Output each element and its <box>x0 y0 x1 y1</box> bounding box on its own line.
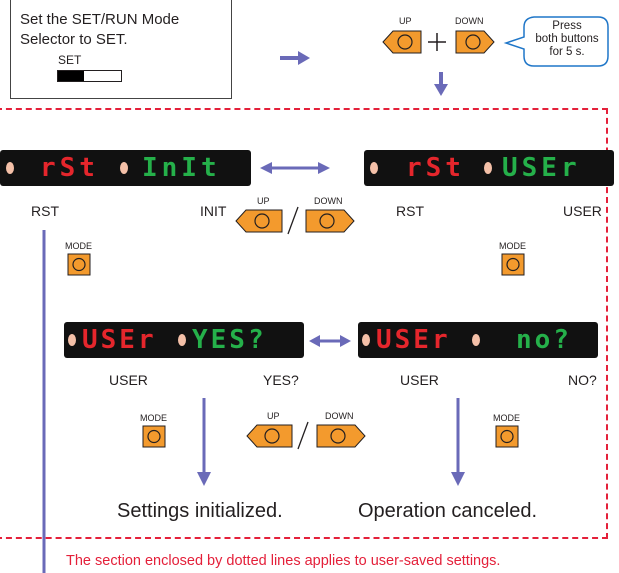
instruction-line-1: Set the SET/RUN Mode <box>20 11 180 28</box>
display-user-no: USEr no? <box>358 322 598 358</box>
mode-caption-left-lower: MODE <box>140 413 167 423</box>
label-user-lower-right: USER <box>400 372 439 388</box>
up-caption-middle: UP <box>257 196 270 206</box>
set-run-mode-selector[interactable] <box>57 70 122 82</box>
selector-knob <box>58 71 84 81</box>
callout-line-3: for 5 s. <box>549 46 585 58</box>
display-user-no-right: no? <box>516 325 572 355</box>
callout-line-1: Press <box>552 20 582 32</box>
double-arrow-icon-lower <box>309 335 351 347</box>
display-indicators <box>6 162 128 174</box>
display-rst-user: rSt USEr <box>364 150 614 186</box>
down-button-middle[interactable] <box>305 209 355 233</box>
label-user-lower-left: USER <box>109 372 148 388</box>
arrow-down-icon-no <box>451 398 465 486</box>
display-user-yes: USEr YES? <box>64 322 304 358</box>
display-rst-init-left: rSt <box>40 153 99 183</box>
callout-text: Press both buttons for 5 s. <box>526 20 608 59</box>
up-button-top[interactable] <box>382 30 422 54</box>
down-button-lower[interactable] <box>316 424 366 448</box>
up-caption-top: UP <box>399 16 412 26</box>
footnote: The section enclosed by dotted lines app… <box>66 553 501 569</box>
user-settings-region <box>0 108 608 539</box>
arrow-down-icon <box>434 72 448 96</box>
mode-button-right-lower[interactable] <box>495 425 519 448</box>
up-button-middle[interactable] <box>235 209 283 233</box>
mode-caption-right-lower: MODE <box>493 413 520 423</box>
instruction-text: Set the SET/RUN Mode Selector to SET. <box>20 10 179 50</box>
arrow-down-icon-yes <box>197 398 211 486</box>
down-caption-middle: DOWN <box>314 196 343 206</box>
instruction-line-2: Selector to SET. <box>20 31 128 48</box>
arrow-right-icon <box>280 51 310 65</box>
down-button-top[interactable] <box>455 30 495 54</box>
label-rst-upper-left: RST <box>31 203 59 219</box>
set-switch-label: SET <box>58 53 82 67</box>
display-indicators <box>68 334 186 346</box>
label-no: NO? <box>568 372 597 388</box>
display-rst-init: rSt InIt <box>0 150 251 186</box>
mode-button-left-lower[interactable] <box>142 425 166 448</box>
instruction-box <box>10 0 232 99</box>
label-user-upper: USER <box>563 203 602 219</box>
display-indicators <box>370 162 492 174</box>
display-user-no-left: USEr <box>376 325 451 355</box>
callout-line-2: both buttons <box>535 33 599 45</box>
slash-icon-lower <box>297 421 309 450</box>
mode-caption-right-upper: MODE <box>499 241 526 251</box>
result-settings-initialized: Settings initialized. <box>117 500 283 522</box>
down-caption-lower: DOWN <box>325 411 354 421</box>
display-rst-user-right: USEr <box>502 153 581 183</box>
display-indicators <box>362 334 480 346</box>
label-yes: YES? <box>263 372 299 388</box>
label-init: INIT <box>200 203 227 219</box>
display-user-yes-right: YES? <box>192 325 267 355</box>
plus-icon <box>428 33 446 51</box>
slash-icon-middle <box>287 206 299 235</box>
label-rst-upper-right: RST <box>396 203 424 219</box>
result-operation-canceled: Operation canceled. <box>358 500 538 522</box>
up-button-lower[interactable] <box>246 424 293 448</box>
callout-bubble <box>503 16 609 67</box>
down-caption-top: DOWN <box>455 16 484 26</box>
mode-button-right-upper[interactable] <box>501 253 525 276</box>
mode-caption-left-upper: MODE <box>65 241 92 251</box>
mode-button-left-upper[interactable] <box>67 253 91 276</box>
display-rst-user-left: rSt <box>406 153 465 183</box>
up-caption-lower: UP <box>267 411 280 421</box>
double-arrow-icon-upper <box>260 162 330 174</box>
display-rst-init-right: InIt <box>142 153 221 183</box>
display-user-yes-left: USEr <box>82 325 157 355</box>
